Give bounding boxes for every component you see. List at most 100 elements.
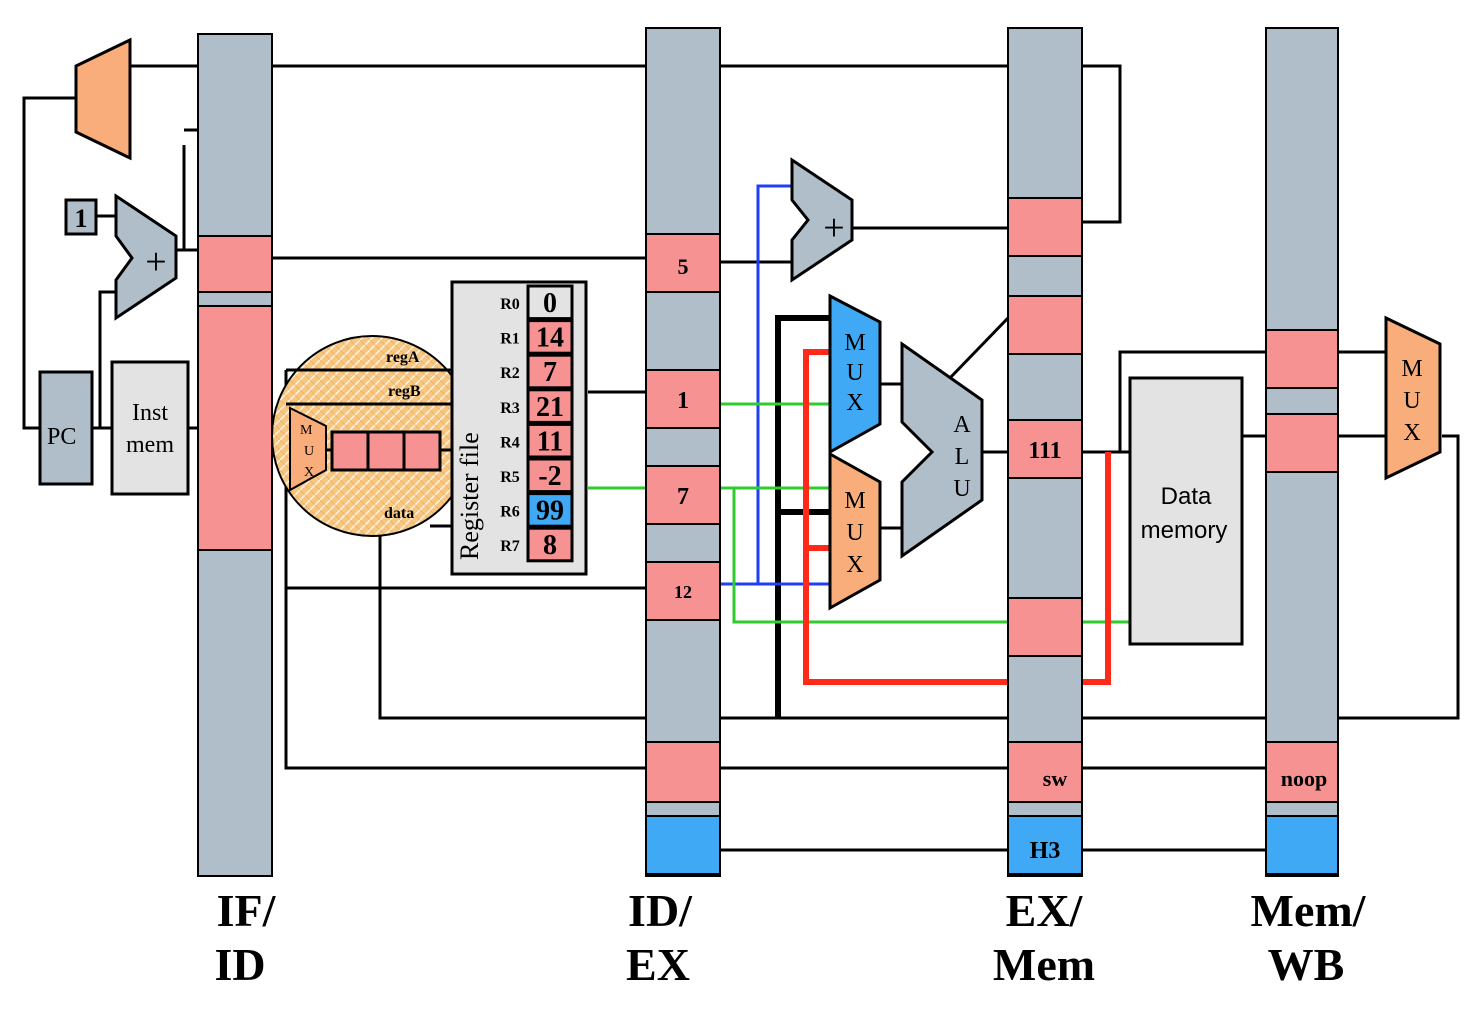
inst-mem-label-1: Inst xyxy=(132,400,168,426)
mux-a-x: X xyxy=(846,390,863,416)
hazard-mux xyxy=(289,406,327,492)
idex-dest-cell xyxy=(645,561,721,621)
pcplus1-to-branch-mux xyxy=(176,145,186,252)
stage-ifid-line1: IF/ xyxy=(217,885,277,936)
data-memory-box xyxy=(1128,376,1244,646)
branch-adder-plus: + xyxy=(823,207,844,249)
idex-regA-cell xyxy=(645,369,721,429)
exmem-op-value: sw xyxy=(1043,766,1068,791)
register-name-r5: R5 xyxy=(500,469,520,486)
alu-input-b-mux xyxy=(828,451,882,611)
pc-adder xyxy=(114,193,178,321)
wb-mux-u: U xyxy=(1403,388,1420,414)
pc-branch-mux xyxy=(74,37,132,161)
idex-op-cell xyxy=(645,741,721,803)
memwb-register xyxy=(1265,27,1339,877)
register-cell-r1 xyxy=(526,319,574,355)
idex-hazard-cell xyxy=(645,815,721,875)
idex-regA-value: 1 xyxy=(677,388,689,414)
idex-dest-value: 12 xyxy=(674,582,692,602)
register-name-r7: R7 xyxy=(500,538,520,555)
hazard-shift-reg-2 xyxy=(366,430,406,472)
exmem-to-memwb-bypass xyxy=(1118,350,1266,452)
idex-regB-cell xyxy=(645,465,721,525)
register-name-r4: R4 xyxy=(500,434,520,451)
register-cell-r7 xyxy=(526,526,574,563)
hazard-unit: regA regB data M U X xyxy=(271,335,473,537)
idex-offset-cell xyxy=(645,233,721,293)
register-name-r2: R2 xyxy=(500,365,520,382)
register-name-r1: R1 xyxy=(500,331,520,348)
pc-box xyxy=(38,370,94,486)
pc-adder-plus: + xyxy=(145,241,166,283)
regA-label: regA xyxy=(386,349,420,366)
register-cell-r2 xyxy=(526,353,574,390)
mux-b-u: U xyxy=(846,520,863,546)
top-bus-wire xyxy=(130,64,1122,224)
hazard-shift-reg-1 xyxy=(330,430,370,472)
idex-register xyxy=(645,27,721,877)
exmem-alu-cell xyxy=(1007,419,1083,479)
alu xyxy=(900,341,984,559)
const-one-box xyxy=(64,198,98,236)
wb-mux-m: M xyxy=(1401,356,1422,382)
wb-data-loop xyxy=(378,434,1460,720)
hazard-mux-x: X xyxy=(304,465,314,480)
register-value-r6: 99 xyxy=(536,496,564,527)
register-value-r1: 14 xyxy=(536,323,564,354)
data-memory-label-2: memory xyxy=(1141,517,1228,544)
register-cell-r6 xyxy=(526,492,574,528)
alu-l: L xyxy=(955,444,970,470)
alu-input-a-mux xyxy=(828,293,882,455)
register-cell-r4 xyxy=(526,422,574,459)
exmem-register xyxy=(1007,27,1083,877)
alu-to-exmem-upper xyxy=(946,316,1010,382)
register-value-r0: 0 xyxy=(543,288,557,319)
memwb-op-value: noop xyxy=(1281,766,1327,791)
wb-mux-x: X xyxy=(1403,420,1420,446)
stage-exmem-line1: EX/ xyxy=(1006,885,1084,936)
idex-offset-value: 5 xyxy=(678,254,689,279)
hazard-mux-u: U xyxy=(304,444,314,459)
const-one-label: 1 xyxy=(75,204,88,233)
exmem-alu-value: 111 xyxy=(1028,438,1061,464)
register-value-r3: 21 xyxy=(536,392,564,423)
register-value-r7: 8 xyxy=(543,530,557,561)
pc-loop-wire xyxy=(22,96,78,430)
mux-b-x: X xyxy=(846,552,863,578)
exmem-op-cell xyxy=(1007,741,1083,803)
ifid-register xyxy=(197,33,273,877)
stage-ifid-line2: ID xyxy=(214,939,265,990)
data-memory-label-1: Data xyxy=(1161,483,1212,510)
register-cell-r5 xyxy=(526,457,574,494)
exmem-hazard-cell xyxy=(1007,815,1083,875)
stage-labels: IF/ ID ID/ EX EX/ Mem Mem/ WB xyxy=(214,885,1366,990)
data-label: data xyxy=(384,505,414,522)
register-cell-r3 xyxy=(526,388,574,424)
stage-exmem-line2: Mem xyxy=(993,939,1095,990)
register-value-r5: -2 xyxy=(538,461,561,492)
register-value-r4: 11 xyxy=(537,426,563,457)
alu-u: U xyxy=(953,476,970,502)
alu-a: A xyxy=(953,412,971,438)
inst-mem-box xyxy=(110,360,190,496)
memwb-hazard-cell xyxy=(1265,815,1339,875)
blue-forward-wire xyxy=(720,184,830,586)
register-file-label: Register file xyxy=(455,432,484,560)
mux-a-m: M xyxy=(844,330,865,356)
register-cell-r0 xyxy=(526,284,574,321)
green-forward-wires xyxy=(588,402,1130,624)
register-name-r3: R3 xyxy=(500,400,520,417)
stage-idex-line2: EX xyxy=(626,939,690,990)
hazard-shift-reg-3 xyxy=(402,430,442,472)
stage-memwb-line1: Mem/ xyxy=(1251,885,1367,936)
memwb-op-cell xyxy=(1265,741,1339,803)
ifid-to-lower-wire xyxy=(284,588,646,770)
idex-regB-value: 7 xyxy=(677,484,689,510)
register-name-r6: R6 xyxy=(500,504,520,521)
inst-mem-label-2: mem xyxy=(126,432,174,458)
branch-adder xyxy=(790,157,854,283)
mux-a-u: U xyxy=(846,360,863,386)
